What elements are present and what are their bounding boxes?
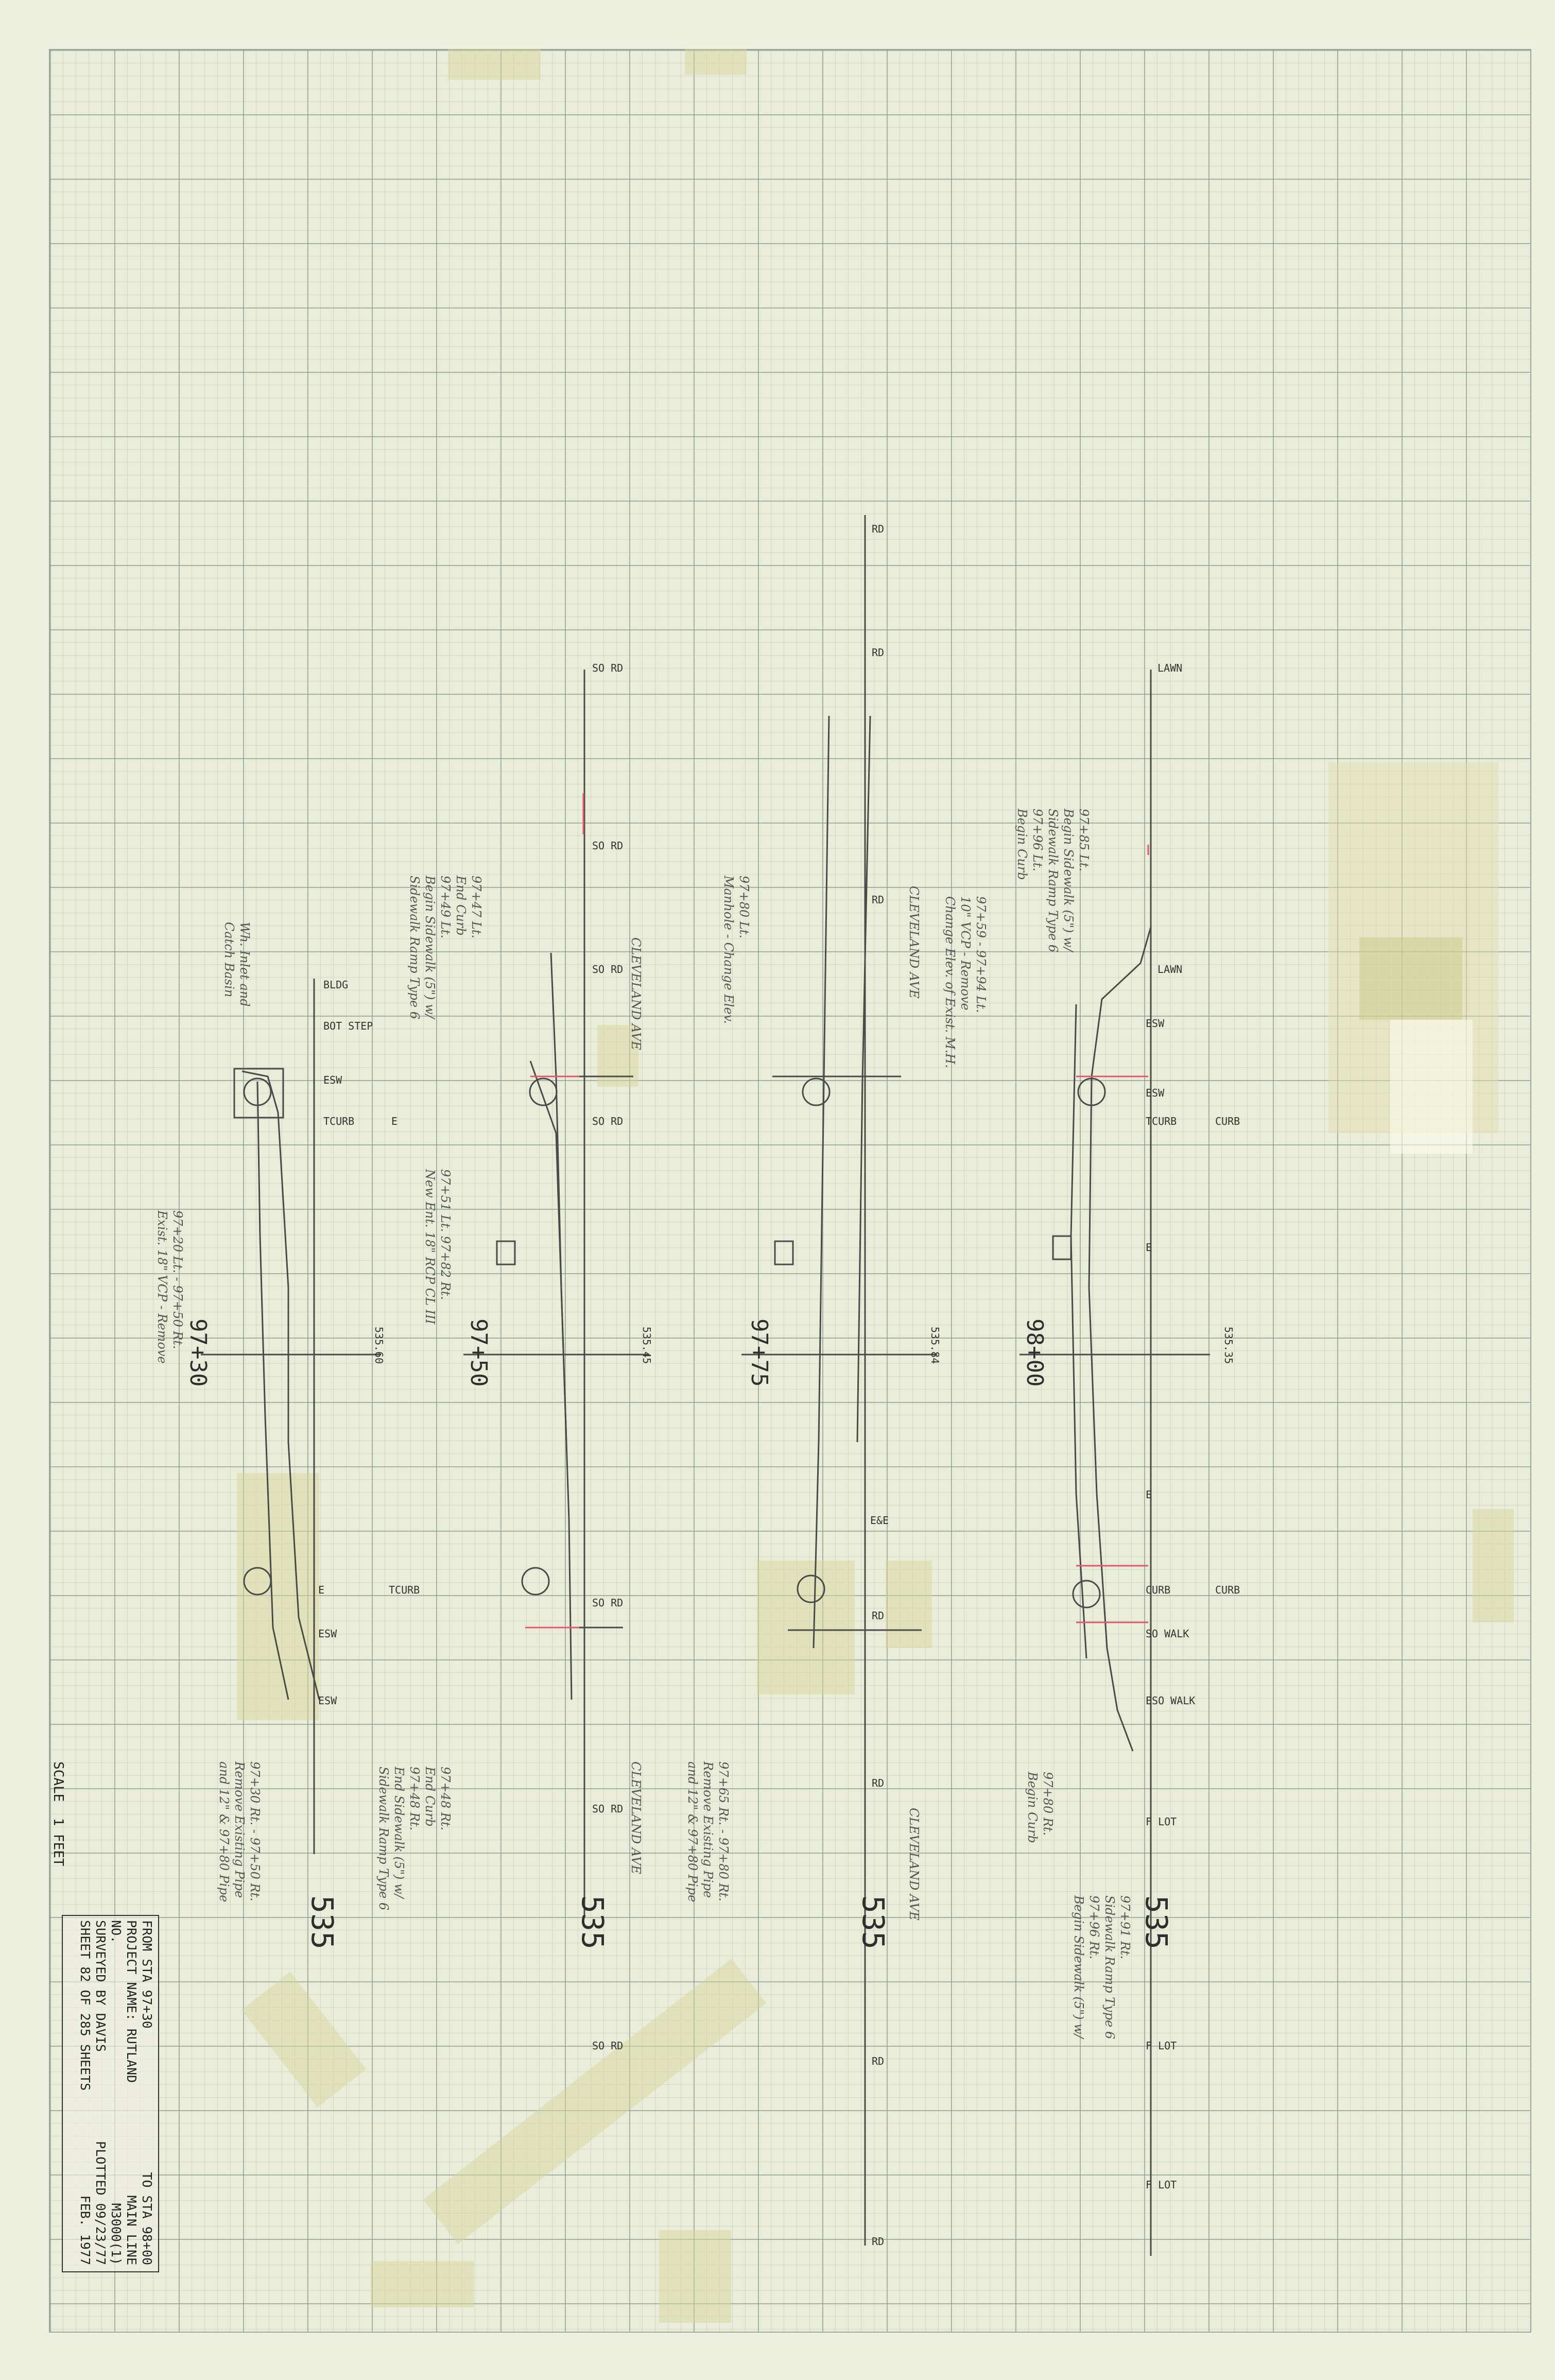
point-label: SO RD	[592, 1115, 624, 1127]
sheet-date: FEB. 1977	[78, 2195, 93, 2265]
project-name: RUTLAND	[124, 2028, 139, 2083]
point-label: ESW	[323, 1074, 342, 1086]
station-label: 97+75	[746, 1319, 772, 1387]
tape-patch	[1359, 937, 1462, 1020]
plotted-date: 09/23/77	[93, 2203, 108, 2265]
annotation: 97+51 Lt. 97+82 Rt.New Ent. 18" RCP CL I…	[423, 1169, 453, 1325]
road-name: CLEVELAND AVE	[629, 1761, 643, 1874]
to-station: TO STA 98+00	[140, 2172, 154, 2265]
point-label: LAWN	[1157, 963, 1183, 975]
point-label: E&E	[870, 1514, 889, 1527]
project-no-label: NO.	[109, 1920, 124, 1944]
point-label: CURB	[1215, 1584, 1240, 1596]
point-label: RD	[872, 646, 885, 659]
point-label: E	[1146, 1241, 1152, 1254]
point-label: RD	[872, 2055, 885, 2067]
point-label: F LOT	[1146, 2179, 1177, 2191]
tape-patch	[886, 1561, 932, 1648]
point-label: SO WALK	[1146, 1628, 1189, 1640]
point-label: SO RD	[592, 1597, 624, 1609]
point-label: SO RD	[592, 2040, 624, 2052]
ref-elevation: 535.60	[373, 1326, 386, 1364]
point-label: RD	[872, 1777, 885, 1789]
ref-elevation: 535.45	[641, 1326, 653, 1364]
point-label: CURB	[1215, 1115, 1240, 1127]
annotation: 97+85 Lt.Begin Sidewalk (5") w/Sidewalk …	[1015, 809, 1091, 953]
line-name: MAIN LINE	[124, 2195, 139, 2265]
station-label: 98+00	[1022, 1319, 1048, 1387]
tape-patch	[757, 1561, 855, 1694]
point-label: ESW	[1146, 1087, 1165, 1099]
scale-label: SCALE 1 FEET	[50, 1761, 66, 1867]
point-label: BOT STEP	[323, 1020, 373, 1032]
surveyed-by: DAVIS	[93, 2013, 108, 2052]
ref-elevation: 535.35	[1222, 1326, 1235, 1364]
point-label: F LOT	[1146, 1816, 1177, 1828]
tape-patch	[1473, 1509, 1514, 1622]
from-station: FROM STA 97+30	[140, 1920, 154, 2029]
point-label: E	[391, 1115, 398, 1127]
point-label: ESW	[318, 1694, 337, 1707]
point-label: SO RD	[592, 662, 624, 674]
point-label: ESO WALK	[1146, 1694, 1196, 1707]
tape-patch	[659, 2230, 731, 2323]
title-block: FROM STA 97+30 TO STA 98+00 PROJECT NAME:…	[62, 1915, 159, 2272]
road-name: CLEVELAND AVE	[907, 1808, 921, 1921]
road-name: CLEVELAND AVE	[629, 937, 643, 1050]
point-label: E	[1146, 1488, 1152, 1501]
station-label: 97+30	[185, 1319, 211, 1387]
point-label: TCURB	[1146, 1115, 1177, 1127]
plotted-label: PLOTTED	[93, 2141, 108, 2196]
elevation-label: 535	[856, 1895, 891, 1949]
point-label: ESW	[318, 1628, 337, 1640]
elevation-label: 535	[575, 1895, 610, 1949]
point-label: F LOT	[1146, 2040, 1177, 2052]
point-label: CURB	[1146, 1584, 1171, 1596]
point-label: E	[318, 1584, 325, 1596]
road-name: CLEVELAND AVE	[907, 886, 921, 999]
project-name-label: PROJECT NAME:	[124, 1920, 139, 2021]
elevation-label: 535	[1139, 1895, 1174, 1949]
point-label: ESW	[1146, 1017, 1165, 1030]
tape-patch	[1390, 1020, 1473, 1154]
point-label: RD	[872, 523, 885, 535]
annotation: 97+30 Rt. - 97+50 Rt.Remove Existing Pip…	[217, 1761, 262, 1903]
station-label: 97+50	[465, 1319, 492, 1387]
tape-patch	[237, 1473, 319, 1720]
point-label: SO RD	[592, 840, 624, 852]
sheet-number: SHEET 82 OF 285 SHEETS	[78, 1920, 93, 2091]
graph-paper-grid	[49, 49, 1531, 2333]
point-label: TCURB	[389, 1584, 420, 1596]
point-label: RD	[872, 894, 885, 906]
tape-patch	[448, 49, 541, 80]
point-label: RD	[872, 1610, 885, 1622]
annotation: 97+80 Lt.Manhole - Change Elev.	[721, 876, 751, 1024]
point-label: TCURB	[323, 1115, 355, 1127]
point-label: BLDG	[323, 979, 349, 991]
point-label: RD	[872, 2235, 885, 2248]
elevation-label: 535	[305, 1895, 340, 1949]
point-label: LAWN	[1157, 662, 1183, 674]
annotation: 97+65 Rt. - 97+80 Rt.Remove Existing Pip…	[685, 1761, 731, 1903]
surveyed-by-label: SURVEYED BY	[93, 1920, 108, 2006]
ref-elevation: 535.84	[929, 1326, 942, 1364]
tape-patch	[371, 2261, 474, 2307]
point-label: SO RD	[592, 963, 624, 975]
tape-patch	[685, 49, 747, 75]
annotation: 97+80 Rt.Begin Curb	[1025, 1772, 1055, 1843]
annotation: 97+20 Lt. - 97+50 Rt.Exist. 18" VCP - Re…	[155, 1210, 185, 1364]
point-label: SO RD	[592, 1803, 624, 1815]
project-no: M3000(1)	[109, 2203, 124, 2265]
